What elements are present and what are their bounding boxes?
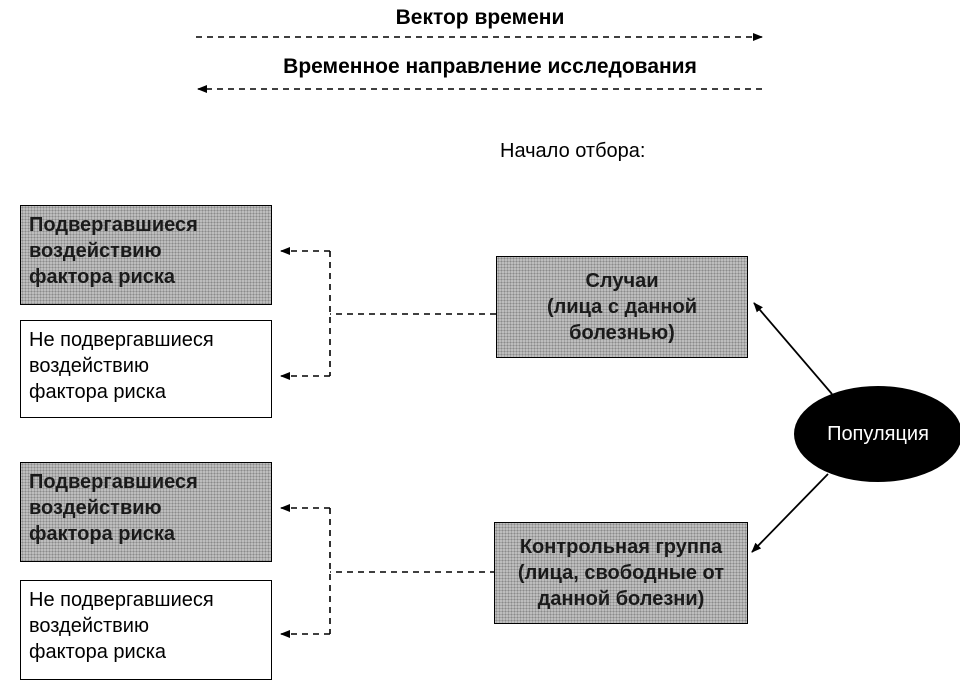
cases-connectors: [280, 247, 496, 380]
box-line: Подвергавшиеся: [29, 471, 198, 493]
box-line: Контрольная группа: [519, 536, 723, 558]
control-group-box: Контрольная группа (лица, свободные от д…: [494, 522, 748, 624]
box-line: фактора риска: [29, 381, 167, 403]
box-line: (лица, свободные от: [517, 562, 725, 584]
box-line: Не подвергавшиеся: [29, 589, 214, 611]
box-line: болезнью): [569, 322, 675, 344]
box-line: воздействию: [29, 615, 149, 637]
population-ellipse: Популяция: [794, 386, 960, 482]
box-line: фактора риска: [29, 523, 176, 545]
cases-box: Случаи (лица с данной болезнью): [496, 256, 748, 358]
exposed-group-control: Подвергавшиеся воздействию фактора риска: [20, 462, 272, 562]
population-to-control-arrow: [751, 473, 829, 553]
selection-start-label: Начало отбора:: [500, 140, 646, 162]
population-label: Популяция: [827, 422, 929, 445]
box-line: Подвергавшиеся: [29, 214, 198, 236]
not-exposed-group-cases: Не подвергавшиеся воздействию фактора ри…: [20, 320, 272, 418]
box-line: данной болезни): [537, 588, 705, 610]
study-direction-label: Временное направление исследования: [283, 55, 697, 78]
box-line: фактора риска: [29, 641, 167, 663]
time-vector-label: Вектор времени: [395, 6, 565, 29]
not-exposed-group-control: Не подвергавшиеся воздействию фактора ри…: [20, 580, 272, 680]
box-line: фактора риска: [29, 266, 176, 288]
exposed-group-cases: Подвергавшиеся воздействию фактора риска: [20, 205, 272, 305]
box-line: воздействию: [29, 497, 162, 519]
box-line: (лица с данной: [546, 296, 698, 318]
control-connectors: [280, 504, 496, 638]
box-line: воздействию: [29, 355, 149, 377]
box-line: Не подвергавшиеся: [29, 329, 214, 351]
box-line: воздействию: [29, 240, 162, 262]
population-to-cases-arrow: [753, 302, 833, 395]
box-line: Случаи: [585, 270, 659, 292]
